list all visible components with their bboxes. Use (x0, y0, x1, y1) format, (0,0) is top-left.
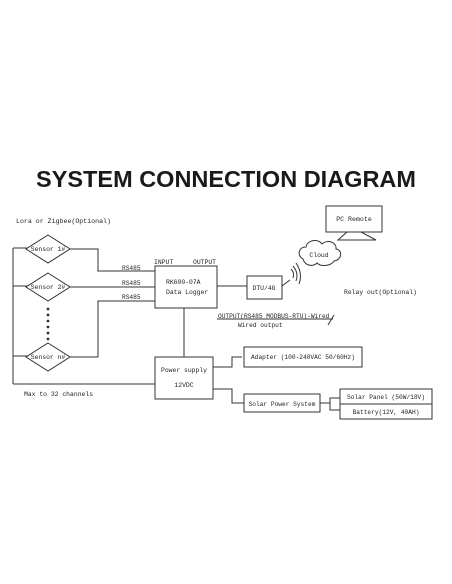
rs485-label-2: RS485 (122, 280, 141, 287)
wired-output-label-1: OUTPUT(RS485 MODBUS-RTU)-Wired (218, 313, 330, 320)
pc-remote-box (325, 205, 383, 233)
power-supply-box (154, 356, 214, 400)
pc-remote-label: PC Remote (336, 216, 372, 223)
sensor-2-label: Sensor 2# (31, 284, 66, 291)
logger-model-label: RK600-07A (166, 279, 201, 286)
cloud-label: Cloud (309, 252, 328, 259)
dtu-box (246, 275, 283, 300)
sensor-1-label: Sensor 1# (31, 246, 66, 253)
wired-output-label-2: Wired output (238, 322, 283, 329)
sensor-continuation-dots (46, 307, 50, 341)
rs485-label-3: RS485 (122, 294, 141, 301)
power-voltage-label: 12VDC (174, 382, 193, 389)
lora-label: Lora or Zigbee(Optional) (16, 218, 111, 225)
input-label: INPUT (154, 259, 173, 266)
cloud-shape (298, 239, 342, 266)
rs485-label-1: RS485 (122, 265, 141, 272)
sensor-2-node (25, 272, 71, 302)
adapter-box (243, 346, 363, 368)
max-channels-label: Max to 32 channels (24, 391, 93, 398)
logger-name-label: Data Logger (166, 289, 208, 296)
solar-panel-label: Solar Panel (50W/18V) (347, 394, 425, 401)
dtu-label: DTU/4G (252, 285, 275, 292)
solar-system-label: Solar Power System (249, 401, 316, 408)
adapter-label: Adapter (100-240VAC 50/60Hz) (251, 354, 355, 361)
sensor-1-node (25, 234, 71, 264)
sensor-n-label: Sensor n# (31, 354, 66, 361)
relay-out-label: Relay out(Optional) (344, 289, 417, 296)
wireless-signal-icon (290, 262, 301, 285)
battery-box (339, 403, 433, 420)
output-label: OUTPUT (193, 259, 216, 266)
power-supply-label: Power supply (161, 367, 207, 374)
sensor-n-node (25, 342, 71, 372)
diagram-title: SYSTEM CONNECTION DIAGRAM (36, 166, 416, 192)
pc-remote-stand (336, 231, 377, 241)
battery-label: Battery(12V, 40AH) (353, 409, 420, 416)
data-logger-box (154, 265, 218, 309)
